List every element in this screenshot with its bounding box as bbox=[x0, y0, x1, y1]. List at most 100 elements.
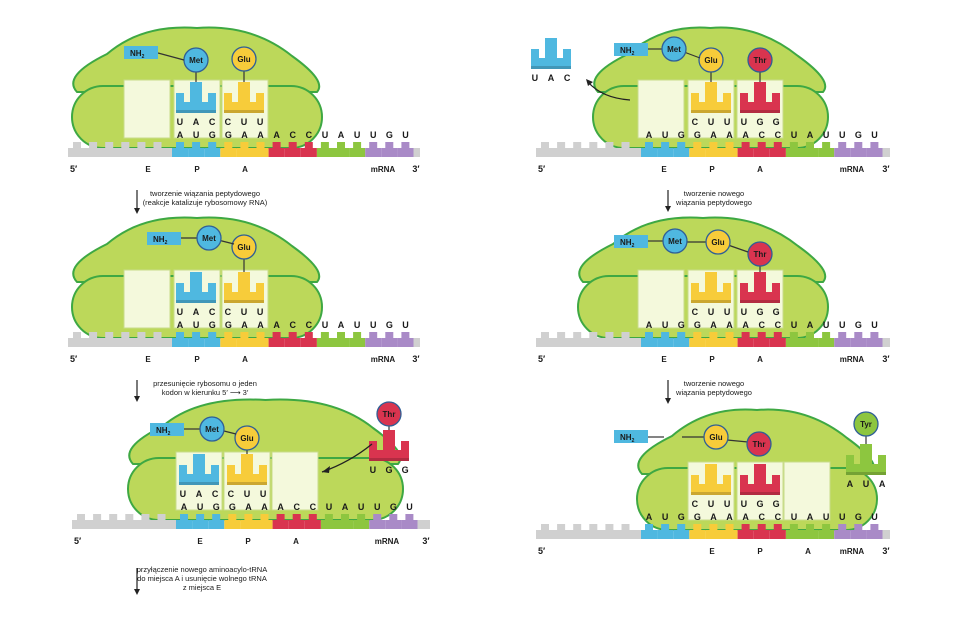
mrna-tooth bbox=[125, 514, 134, 521]
trna-shadow bbox=[740, 492, 780, 495]
five-prime-label: 5′ bbox=[538, 164, 545, 174]
mrna-base bbox=[401, 520, 418, 529]
mrna-tooth bbox=[621, 524, 630, 531]
mrna-tooth bbox=[822, 332, 831, 339]
mrna-tooth bbox=[677, 142, 686, 149]
trna-arm bbox=[740, 475, 748, 487]
anticodon-base: U bbox=[370, 465, 377, 475]
arrow-head bbox=[586, 79, 593, 86]
mrna-tooth bbox=[353, 332, 362, 339]
mrna-base bbox=[737, 530, 754, 539]
codon-base: U bbox=[354, 320, 361, 330]
amino-acid-circle bbox=[231, 46, 257, 72]
mrna-base bbox=[673, 530, 690, 539]
codon-base: G bbox=[386, 130, 393, 140]
trna-arm bbox=[846, 455, 854, 467]
anticodon-base: U bbox=[724, 499, 731, 509]
anticodon-base: U bbox=[741, 307, 748, 317]
mrna-base bbox=[288, 520, 305, 529]
trna-arm bbox=[740, 93, 748, 105]
amino-acid-label: Glu bbox=[709, 433, 722, 442]
amino-acid-circle bbox=[199, 416, 225, 442]
mrna-tooth bbox=[806, 524, 814, 531]
trna-shadow bbox=[691, 300, 731, 303]
mrna-tooth bbox=[605, 524, 614, 531]
mrna-base bbox=[689, 338, 706, 347]
three-prime-label: 3′ bbox=[412, 164, 419, 174]
site-label: E bbox=[661, 355, 667, 364]
mrna-base bbox=[316, 338, 333, 347]
mrna-tooth bbox=[208, 142, 217, 149]
ribosome-site-box bbox=[123, 269, 171, 329]
mrna-base bbox=[272, 520, 289, 529]
codon-base: A bbox=[742, 512, 749, 522]
codon-base: U bbox=[358, 502, 365, 512]
mrna-tooth bbox=[693, 332, 702, 339]
codon-base: G bbox=[694, 320, 701, 330]
codon-base: C bbox=[759, 130, 766, 140]
codon-base: U bbox=[871, 130, 878, 140]
amino-acid-label: Tyr bbox=[860, 420, 872, 429]
mrna-base bbox=[188, 148, 205, 157]
nh2-box bbox=[147, 232, 181, 245]
mrna-tooth bbox=[73, 332, 81, 339]
peptide-bond bbox=[223, 430, 237, 435]
mrna-base bbox=[192, 520, 209, 529]
mrna-tooth bbox=[240, 332, 249, 339]
mrna-base bbox=[657, 338, 674, 347]
trna-arm bbox=[211, 465, 219, 477]
codon-base: G bbox=[225, 320, 232, 330]
mrna-tooth bbox=[870, 524, 879, 531]
peptide-bond bbox=[683, 51, 701, 59]
mrna-tooth bbox=[741, 524, 750, 531]
mrna-backbone bbox=[882, 338, 890, 347]
mrna-base bbox=[802, 530, 819, 539]
mrna-tooth bbox=[256, 332, 265, 339]
mrna-tooth bbox=[677, 332, 686, 339]
codon-base: U bbox=[402, 320, 409, 330]
mrna-tooth bbox=[240, 142, 249, 149]
codon-base: G bbox=[855, 320, 862, 330]
trna-arm bbox=[401, 441, 409, 453]
mrna-tooth bbox=[557, 142, 566, 149]
codon-base: G bbox=[855, 512, 862, 522]
mrna-tooth bbox=[292, 514, 301, 521]
mrna-base bbox=[381, 148, 398, 157]
mrna-tooth bbox=[121, 332, 130, 339]
codon-base: G bbox=[694, 130, 701, 140]
mrna-base bbox=[208, 520, 225, 529]
trna-body bbox=[531, 58, 571, 68]
trna-arm bbox=[259, 465, 267, 477]
codon-base: A bbox=[646, 130, 653, 140]
site-label: A bbox=[293, 537, 299, 546]
mrna-backbone bbox=[536, 338, 641, 347]
codon-base: C bbox=[306, 320, 313, 330]
mrna-base bbox=[385, 520, 402, 529]
nh2-box bbox=[124, 46, 158, 59]
codon-base: A bbox=[710, 512, 717, 522]
step-caption-line: z miejsca E bbox=[183, 583, 221, 592]
trna-stem bbox=[705, 464, 717, 486]
mrna-tooth bbox=[288, 332, 297, 339]
mrna-tooth bbox=[605, 142, 614, 149]
mrna-base bbox=[256, 520, 273, 529]
trna-stem bbox=[193, 454, 205, 476]
nh2-label: NH2 bbox=[153, 235, 168, 246]
site-label: E bbox=[145, 355, 151, 364]
site-label: A bbox=[805, 547, 811, 556]
amino-acid-label: Met bbox=[205, 425, 219, 434]
mrna-tooth bbox=[757, 142, 766, 149]
mrna-tooth bbox=[369, 332, 378, 339]
mrna-tooth bbox=[589, 524, 598, 531]
mrna-base bbox=[785, 148, 802, 157]
step-arrow-head bbox=[134, 208, 140, 214]
site-label: A bbox=[757, 355, 763, 364]
mrna-tooth bbox=[773, 332, 782, 339]
mrna-base bbox=[834, 338, 851, 347]
mrna-tooth bbox=[353, 142, 362, 149]
step-arrow-head bbox=[134, 589, 140, 595]
mrna-base bbox=[369, 520, 386, 529]
